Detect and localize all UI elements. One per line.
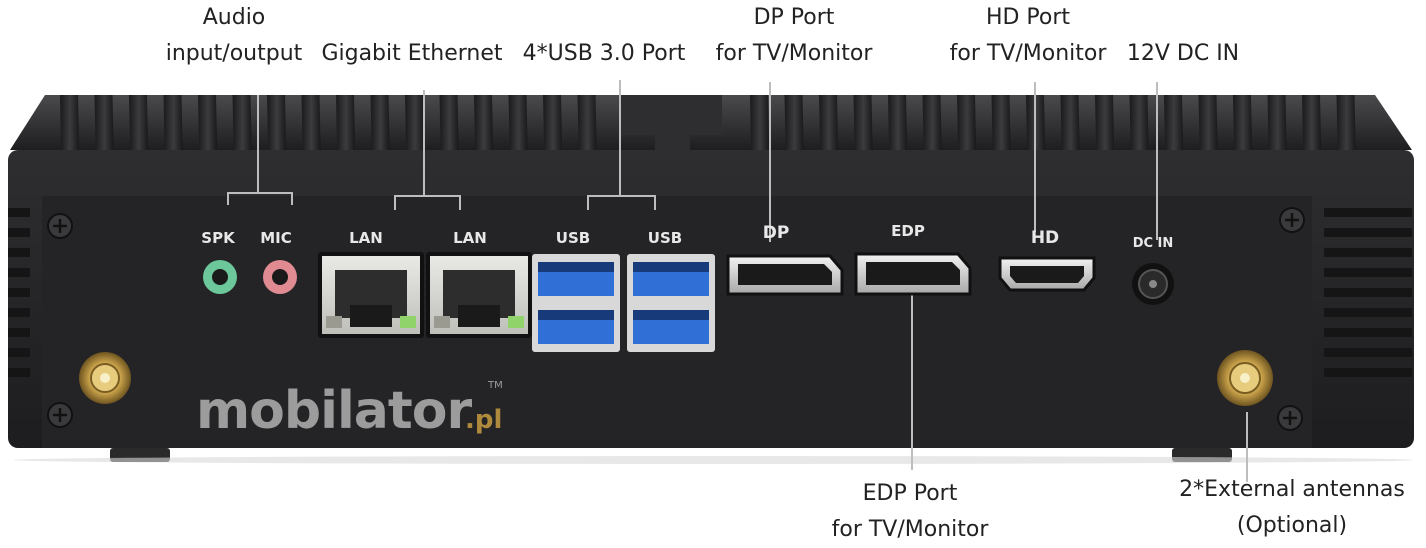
lan1-label: LAN	[349, 229, 383, 247]
hd-callout-line2: for TV/Monitor	[949, 41, 1107, 66]
edp-port-icon	[854, 252, 972, 296]
mic-label: MIC	[260, 229, 292, 247]
dp-callout-line2: for TV/Monitor	[715, 41, 873, 66]
usb-port-icon	[532, 254, 620, 352]
screw-icon	[1277, 405, 1303, 431]
dp-label: DP	[763, 223, 790, 243]
hdmi-port-icon	[998, 256, 1096, 292]
vent-slot	[8, 288, 30, 297]
spk-jack-icon	[203, 260, 237, 294]
vent-slot	[8, 228, 30, 237]
vent-slot	[1324, 308, 1412, 317]
hd-callout: HD Port for TV/Monitor	[940, 0, 1116, 72]
usb-port-icon	[627, 254, 715, 352]
vent-slot	[1324, 288, 1412, 297]
vent-slot	[8, 248, 30, 257]
vent-slot	[1324, 328, 1412, 337]
heatsink-channel	[620, 95, 722, 190]
usb2-label: USB	[648, 229, 682, 247]
vent-slot	[8, 328, 30, 337]
left-vents	[8, 208, 30, 377]
dc-callout-line1: 12V DC IN	[1126, 41, 1240, 66]
usb-callout: 4*USB 3.0 Port	[518, 36, 690, 72]
antennas-callout-line2: (Optional)	[1236, 513, 1348, 538]
screw-icon	[1279, 207, 1305, 233]
antennas-callout: 2*External antennas (Optional)	[1172, 472, 1412, 544]
vent-slot	[8, 208, 30, 217]
audio-callout-line1: Audio	[202, 5, 266, 30]
usb-callout-line1: 4*USB 3.0 Port	[522, 41, 686, 66]
usb1-label: USB	[556, 229, 590, 247]
right-vents	[1324, 208, 1412, 377]
antenna-connector-icon	[1217, 350, 1273, 406]
antenna-connector-icon	[79, 352, 131, 404]
vent-slot	[1324, 348, 1412, 357]
vent-slot	[8, 368, 30, 377]
hd-callout-line1: HD Port	[985, 5, 1071, 30]
edp-label: EDP	[891, 222, 925, 240]
vent-slot	[1324, 208, 1412, 217]
callout-lines	[227, 80, 1248, 482]
dp-callout: DP Port for TV/Monitor	[706, 0, 882, 72]
brand-logo: mobilator	[196, 381, 472, 441]
vent-slot	[1324, 368, 1412, 377]
vent-slot	[8, 268, 30, 277]
mic-jack-icon	[263, 260, 297, 294]
brand-suffix: .pl	[465, 405, 502, 435]
lan-port-icon	[318, 252, 424, 338]
screw-icon	[47, 402, 73, 428]
vent-slot	[8, 308, 30, 317]
edp-callout-line1: EDP Port	[862, 481, 958, 506]
edp-callout-line2: for TV/Monitor	[831, 517, 989, 542]
dp-port-icon	[726, 254, 844, 296]
ethernet-callout-line1: Gigabit Ethernet	[321, 41, 503, 66]
ethernet-callout: Gigabit Ethernet	[318, 36, 506, 72]
vent-slot	[1324, 268, 1412, 277]
brand-trademark: TM	[487, 380, 503, 391]
vent-slot	[1324, 248, 1412, 257]
vent-slot	[8, 348, 30, 357]
dc-jack-icon	[1132, 263, 1174, 305]
lan-port-icon	[426, 252, 532, 338]
hd-label: HD	[1031, 228, 1059, 248]
antennas-callout-line1: 2*External antennas	[1179, 477, 1405, 502]
spk-label: SPK	[201, 229, 236, 247]
edp-callout: EDP Port for TV/Monitor	[822, 476, 998, 548]
lan2-label: LAN	[453, 229, 487, 247]
audio-callout: Audio input/output	[160, 0, 308, 72]
vent-slot	[1324, 228, 1412, 237]
dc-callout: 12V DC IN	[1120, 36, 1246, 72]
dcin-label: DC IN	[1133, 236, 1174, 251]
audio-callout-line2: input/output	[165, 41, 303, 66]
dp-callout-line1: DP Port	[753, 5, 835, 30]
screw-icon	[47, 213, 73, 239]
